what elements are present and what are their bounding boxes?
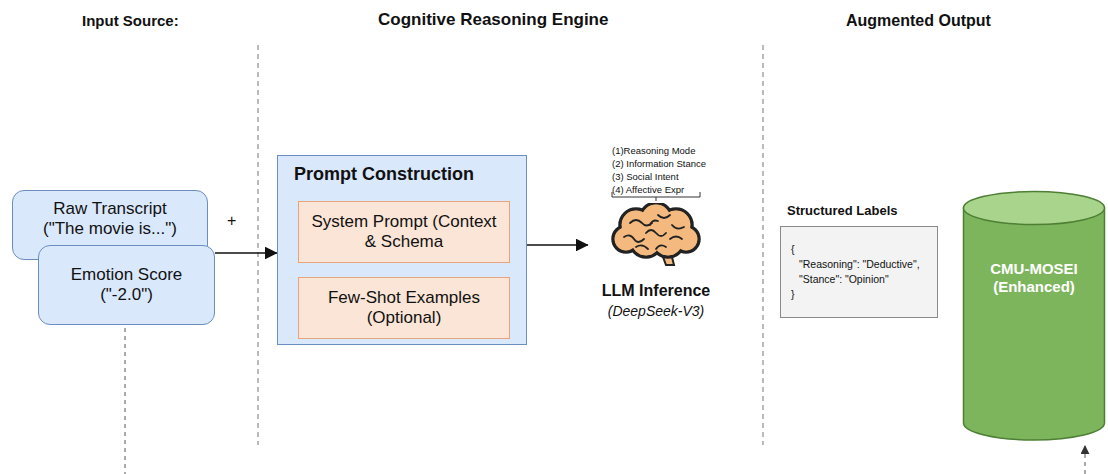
node-title: Prompt Construction	[294, 164, 510, 186]
brain-illustration	[606, 203, 706, 271]
node-text: "Reasoning": "Deductive",	[791, 257, 927, 272]
node-title: Structured Labels	[787, 203, 898, 219]
container-box: Prompt ConstructionSystem Prompt (Contex…	[277, 155, 527, 345]
node-title: Few-Shot Examples (Optional)	[309, 288, 499, 329]
flow-arrow	[215, 252, 277, 254]
feedback-arrow	[1085, 446, 1086, 474]
list-item: (2) Information Stance	[612, 158, 706, 169]
node-text: "Stance": "Opinion"	[791, 272, 927, 287]
node-text: }	[791, 287, 927, 302]
list-item: (1)Reasoning Mode	[612, 145, 695, 156]
llm-node: LLM Inference (DeepSeek-V3)	[588, 203, 724, 325]
node-text: {	[791, 242, 927, 257]
node-title: Emotion Score ("-2.0")	[51, 265, 202, 306]
node-title: Raw Transcript ("The movie is...")	[31, 199, 189, 240]
column-divider	[763, 45, 764, 445]
plus-sign: +	[227, 212, 236, 230]
node-text: (DeepSeek-V3)	[608, 303, 705, 320]
process-box: Few-Shot Examples (Optional)	[298, 277, 510, 339]
input-box: Emotion Score ("-2.0")	[38, 245, 215, 325]
column-header: Input Source:	[82, 12, 179, 29]
column-header: Augmented Output	[846, 12, 991, 30]
flow-arrow	[527, 244, 588, 246]
column-header: Cognitive Reasoning Engine	[378, 10, 608, 30]
feedback-line	[125, 328, 126, 474]
list-item: (4) Affective Expr	[612, 184, 684, 195]
process-box: System Prompt (Context & Schema	[298, 201, 510, 263]
node-title: LLM Inference	[602, 281, 710, 300]
list-item: (3) Social Intent	[612, 171, 679, 182]
database-cylinder: CMU-MOSEI (Enhanced)	[962, 190, 1106, 442]
node-title: System Prompt (Context & Schema	[309, 212, 499, 253]
cylinder-outline	[962, 190, 1106, 442]
node-title: CMU-MOSEI (Enhanced)	[972, 260, 1096, 296]
column-divider	[258, 45, 259, 445]
json-box: Structured Labels{"Reasoning": "Deductiv…	[780, 226, 938, 318]
